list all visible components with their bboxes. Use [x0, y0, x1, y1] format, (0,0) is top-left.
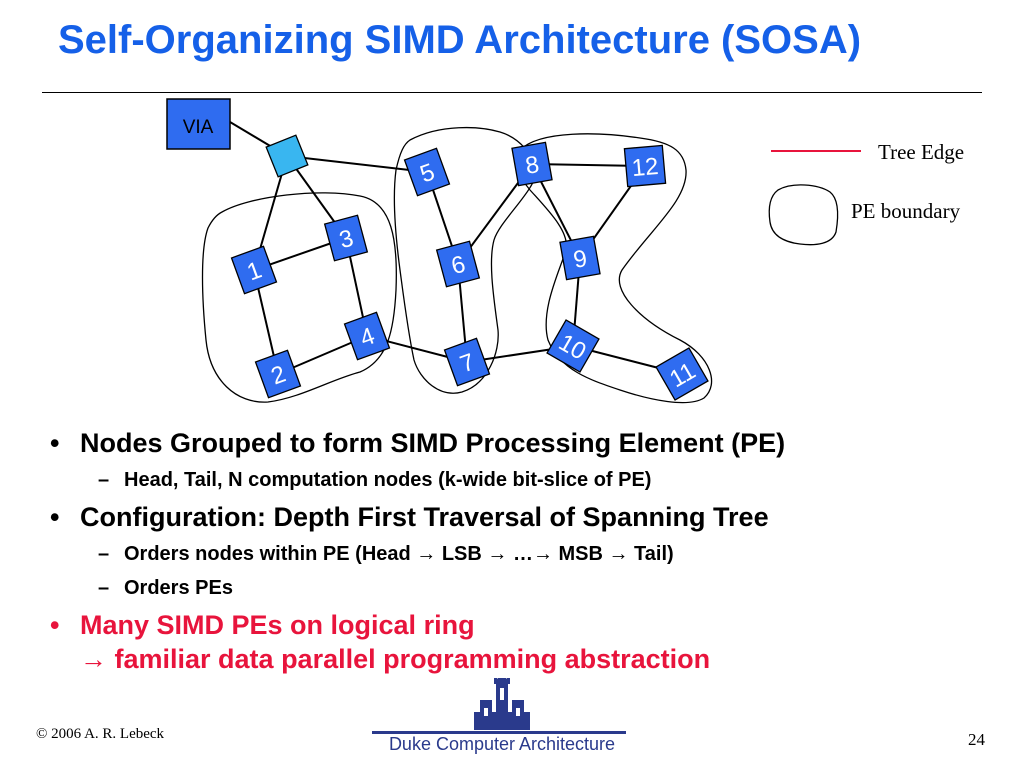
- node-7: 7: [443, 337, 491, 387]
- slide-title: Self-Organizing SIMD Architecture (SOSA): [58, 18, 862, 62]
- legend-tree-edge-label: Tree Edge: [878, 140, 964, 164]
- bullet-text: Nodes Grouped to form SIMD Processing El…: [80, 428, 786, 458]
- legend-pe-boundary-label: PE boundary: [851, 199, 961, 223]
- sub-bullet-dash: –: [98, 543, 110, 565]
- title-divider: [42, 92, 982, 93]
- sub-bullet-item: – Head, Tail, N computation nodes (k-wid…: [50, 466, 1010, 494]
- sub-bullet-text: Orders nodes within PE (Head → LSB → …→ …: [124, 543, 674, 565]
- bullet-dot: •: [50, 610, 60, 640]
- sub-bullet-text: Orders PEs: [124, 577, 233, 599]
- node-11: 11: [655, 347, 709, 401]
- bullet-text-line1: Many SIMD PEs on logical ring: [80, 610, 475, 640]
- bullet-list: • Nodes Grouped to form SIMD Processing …: [50, 426, 1010, 682]
- pe-boundary-1: [201, 192, 397, 403]
- node-12: 12: [623, 144, 667, 188]
- duke-chapel-logo: [474, 678, 530, 730]
- bullet-text-line2: → familiar data parallel programming abs…: [80, 644, 711, 674]
- bullet-text: Configuration: Depth First Traversal of …: [80, 502, 769, 532]
- legend: Tree Edge PE boundary: [768, 140, 964, 246]
- bullet-item: • Nodes Grouped to form SIMD Processing …: [50, 426, 1010, 460]
- via-node: VIA: [166, 98, 231, 150]
- footer-brand: Duke Computer Architecture: [388, 734, 616, 754]
- head-node: [265, 134, 309, 178]
- footer-divider: [372, 731, 626, 734]
- sub-bullet-item: – Orders PEs: [50, 574, 1010, 602]
- copyright-text: © 2006 A. R. Lebeck: [36, 726, 165, 742]
- node-2: 2: [254, 349, 302, 399]
- sub-bullet-dash: –: [98, 577, 110, 599]
- page-number: 24: [968, 730, 985, 749]
- node-8: 8: [511, 141, 553, 187]
- pe-boundary-swatch: [768, 184, 839, 246]
- via-label: VIA: [183, 117, 214, 138]
- node-label: 12: [631, 153, 660, 182]
- node-4: 4: [343, 311, 391, 361]
- edge-head-5: [286, 155, 428, 173]
- node-6: 6: [435, 240, 481, 288]
- bullet-item-highlight: • Many SIMD PEs on logical ring → famili…: [50, 608, 1010, 676]
- bullet-dot: •: [50, 502, 60, 532]
- node-label: 8: [523, 151, 541, 180]
- network-diagram: VIA 1 2 3 4 5 6 7: [166, 98, 964, 404]
- bullet-dot: •: [50, 428, 60, 458]
- node-1: 1: [230, 245, 278, 295]
- node-9: 9: [559, 235, 601, 281]
- node-5: 5: [403, 147, 451, 197]
- sub-bullet-item: – Orders nodes within PE (Head → LSB → ……: [50, 540, 1010, 568]
- node-label: 9: [571, 245, 589, 274]
- sub-bullet-text: Head, Tail, N computation nodes (k-wide …: [124, 469, 652, 491]
- sub-bullet-dash: –: [98, 469, 110, 491]
- node-10: 10: [546, 319, 600, 373]
- node-3: 3: [323, 214, 369, 262]
- bullet-item: • Configuration: Depth First Traversal o…: [50, 500, 1010, 534]
